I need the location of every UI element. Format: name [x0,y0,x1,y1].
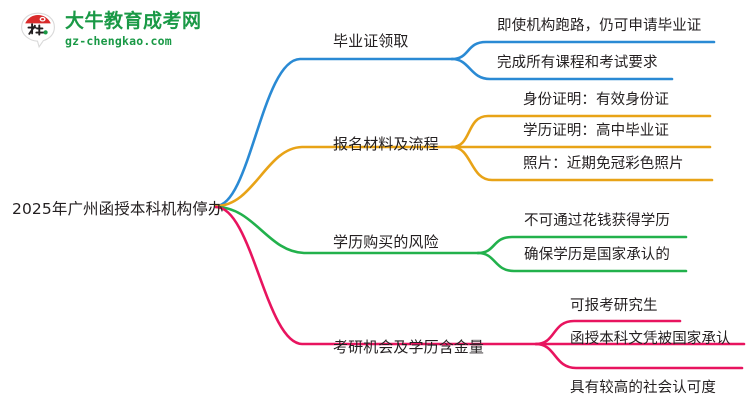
branch-label-postgraduate[interactable]: 考研机会及学历含金量 [333,338,485,356]
branch-label-risk[interactable]: 学历购买的风险 [333,233,439,251]
leaf-label-postgraduate-3[interactable]: 具有较高的社会认可度 [570,380,716,396]
branch-line-green [214,205,688,273]
leaf-label-risk-1[interactable]: 不可通过花钱获得学历 [524,213,670,229]
leaf-label-graduation-2[interactable]: 完成所有课程和考试要求 [497,55,658,71]
branch-label-graduation[interactable]: 毕业证领取 [333,32,409,50]
root-node-label[interactable]: 2025年广州函授本科机构停办 [12,200,224,218]
leaf-label-materials-3[interactable]: 照片：近期免冠彩色照片 [523,156,684,172]
leaf-label-risk-2[interactable]: 确保学历是国家承认的 [524,247,670,263]
logo-mark-icon [18,10,58,50]
logo-domain: gz-chengkao.com [65,34,172,49]
logo-title: 大牛教育成考网 [65,10,202,33]
leaf-label-materials-1[interactable]: 身份证明：有效身份证 [523,92,669,108]
branch-label-materials[interactable]: 报名材料及流程 [333,135,439,153]
branch-line-pink [214,205,746,370]
site-logo: 大牛教育成考网 gz-chengkao.com [18,10,202,50]
leaf-label-materials-2[interactable]: 学历证明：高中毕业证 [523,123,669,139]
leaf-label-postgraduate-1[interactable]: 可报考研究生 [570,298,658,314]
leaf-label-postgraduate-2[interactable]: 函授本科文凭被国家承认 [570,331,731,347]
branch-line-orange [214,114,714,208]
branch-line-blue [214,40,716,208]
leaf-label-graduation-1[interactable]: 即使机构跑路，仍可申请毕业证 [497,18,702,34]
